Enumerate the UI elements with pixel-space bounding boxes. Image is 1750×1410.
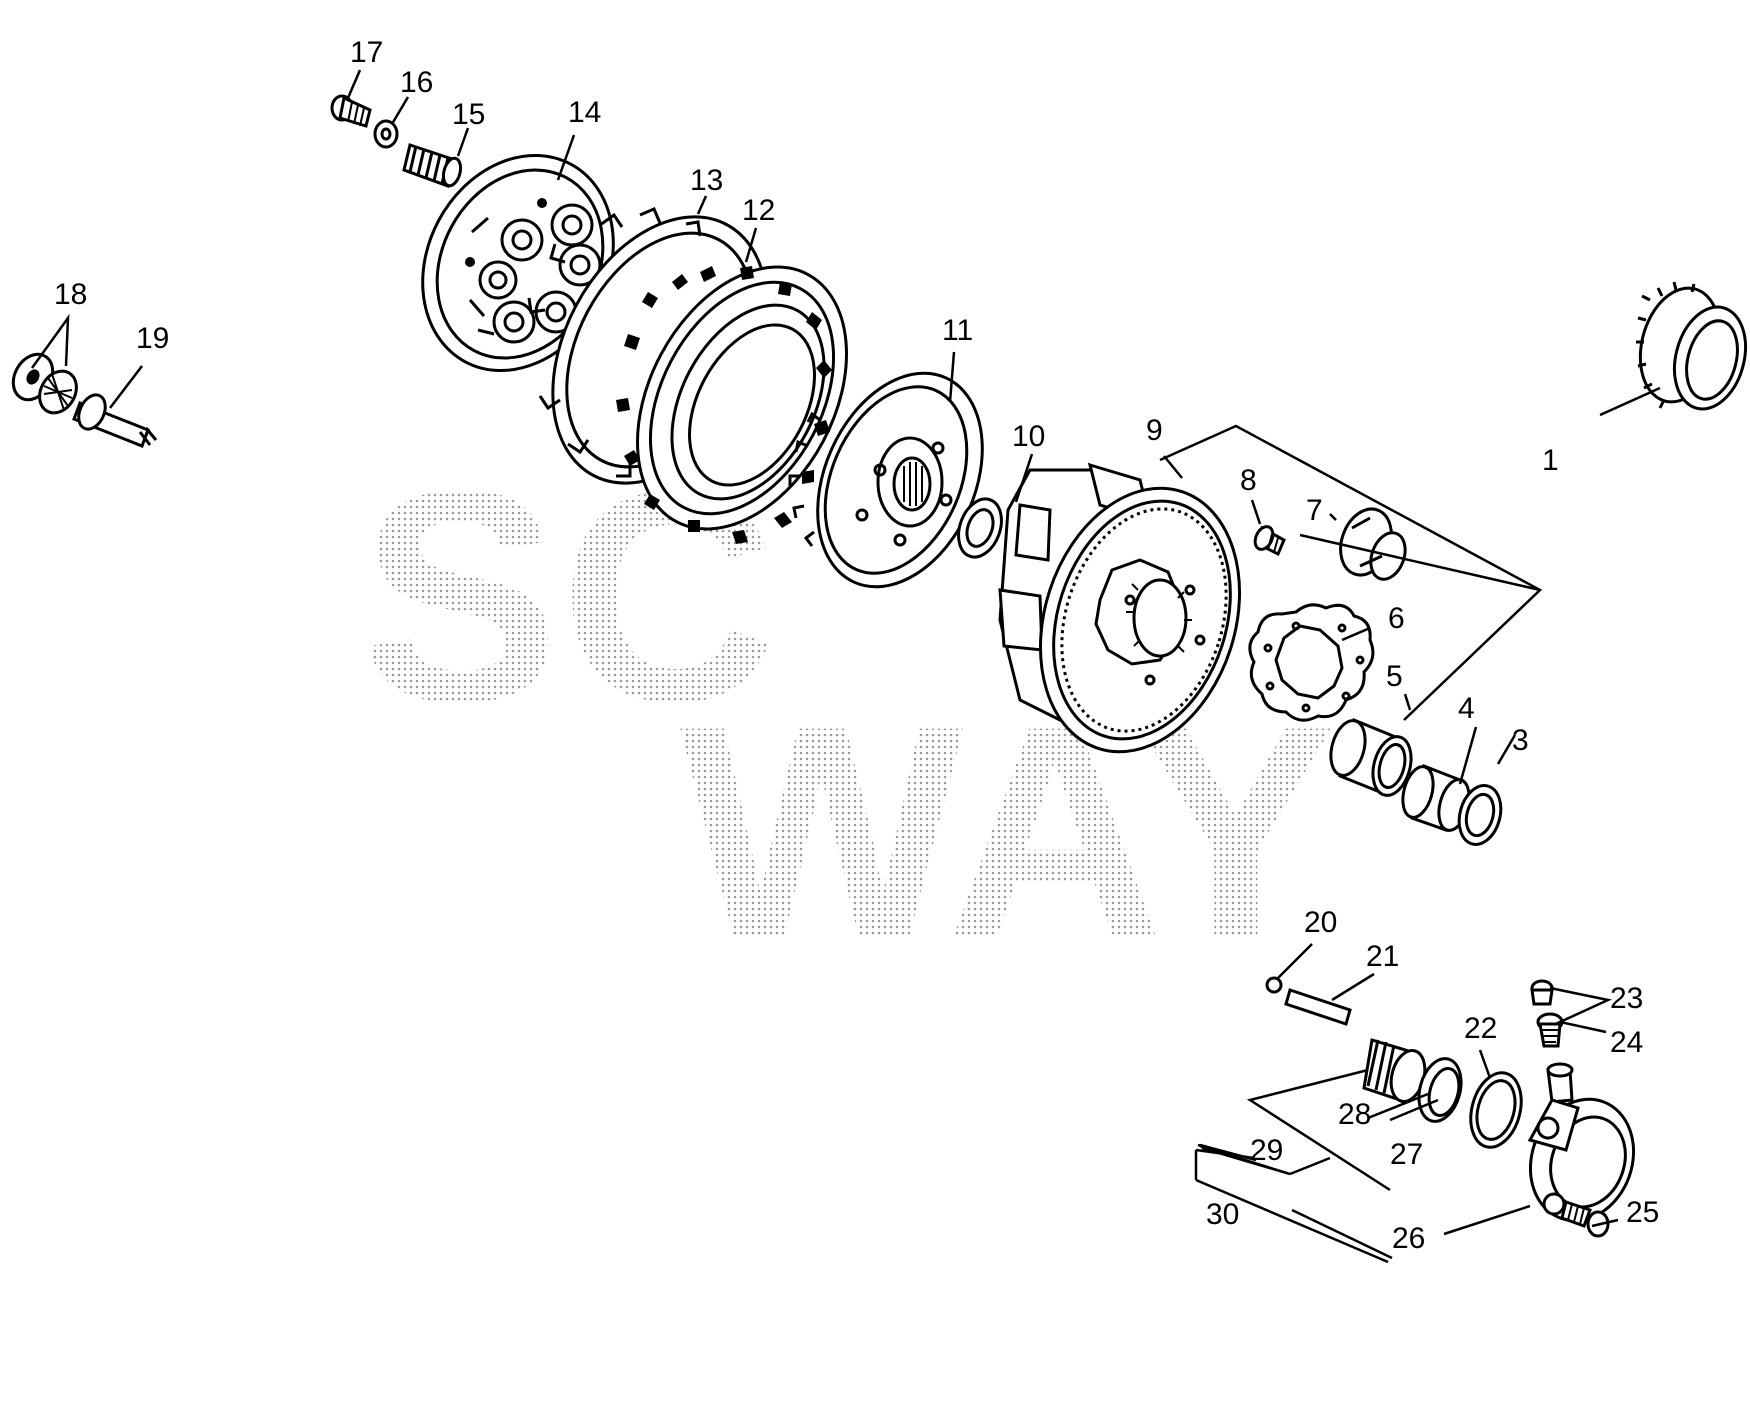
callout-26: 26: [1392, 1222, 1425, 1255]
callout-30: 30: [1206, 1198, 1239, 1231]
callout-15: 15: [452, 98, 485, 131]
callout-29: 29: [1250, 1134, 1283, 1167]
part-10-thrust-washer: [957, 497, 1003, 559]
callout-10: 10: [1012, 420, 1045, 453]
part-21-rod: [1284, 988, 1352, 1026]
callout-3: 3: [1512, 724, 1529, 757]
callout-6: 6: [1388, 602, 1405, 635]
part-15-spring: [402, 143, 463, 188]
part-12-clutch-plate-stack: [616, 265, 848, 544]
callout-1: 1: [1542, 444, 1559, 477]
leader-lines: [30, 69, 1661, 1264]
callout-25: 25: [1626, 1196, 1659, 1229]
callout-14: 14: [568, 96, 601, 129]
callout-12: 12: [742, 194, 775, 227]
callout-16: 16: [400, 66, 433, 99]
callout-7: 7: [1306, 494, 1323, 527]
part-22-o-ring: [1469, 1071, 1523, 1149]
part-26-slave-cylinder: [1527, 1062, 1636, 1223]
part-23-24-bleeder: [1530, 979, 1564, 1048]
callout-17: 17: [350, 36, 383, 69]
callout-22: 22: [1464, 1012, 1497, 1045]
part-27-seal: [1417, 1057, 1463, 1123]
callout-13: 13: [690, 164, 723, 197]
callout-11: 11: [942, 314, 973, 347]
callout-18: 18: [54, 278, 87, 311]
part-11-clutch-center: [788, 371, 984, 589]
part-16-washer: [373, 119, 399, 149]
watermark-line-2: WAY: [680, 663, 1336, 999]
part-6-plate: [1248, 603, 1375, 722]
part-17-bolt: [330, 94, 372, 128]
callout-21: 21: [1366, 940, 1399, 973]
part-9-clutch-outer: [998, 462, 1242, 754]
callout-labels: 1 3 4 5 6 7 8 9 10 11 12 13 14 15 16 17 …: [54, 36, 1659, 1255]
part-8-bolt: [1253, 525, 1286, 557]
part-3-washer: [1457, 784, 1503, 846]
part-7-cap: [1339, 507, 1407, 581]
callout-20: 20: [1304, 906, 1337, 939]
part-5-bushing: [1329, 717, 1413, 797]
part-19-pin: [72, 393, 158, 448]
part-28-piston: [1362, 1038, 1427, 1103]
callout-27: 27: [1390, 1138, 1423, 1171]
callout-28: 28: [1338, 1098, 1371, 1131]
part-18-washers: [11, 352, 78, 415]
callout-24: 24: [1610, 1026, 1643, 1059]
part-1-gear: [1636, 281, 1747, 411]
part-4-bushing: [1401, 763, 1471, 832]
callout-8: 8: [1240, 464, 1257, 497]
callout-9: 9: [1146, 414, 1163, 447]
callout-5: 5: [1386, 660, 1403, 693]
callout-4: 4: [1458, 692, 1475, 725]
part-20-ball: [1265, 976, 1283, 994]
callout-23: 23: [1610, 982, 1643, 1015]
callout-19: 19: [136, 322, 169, 355]
part-14-pressure-plate: [421, 153, 615, 373]
